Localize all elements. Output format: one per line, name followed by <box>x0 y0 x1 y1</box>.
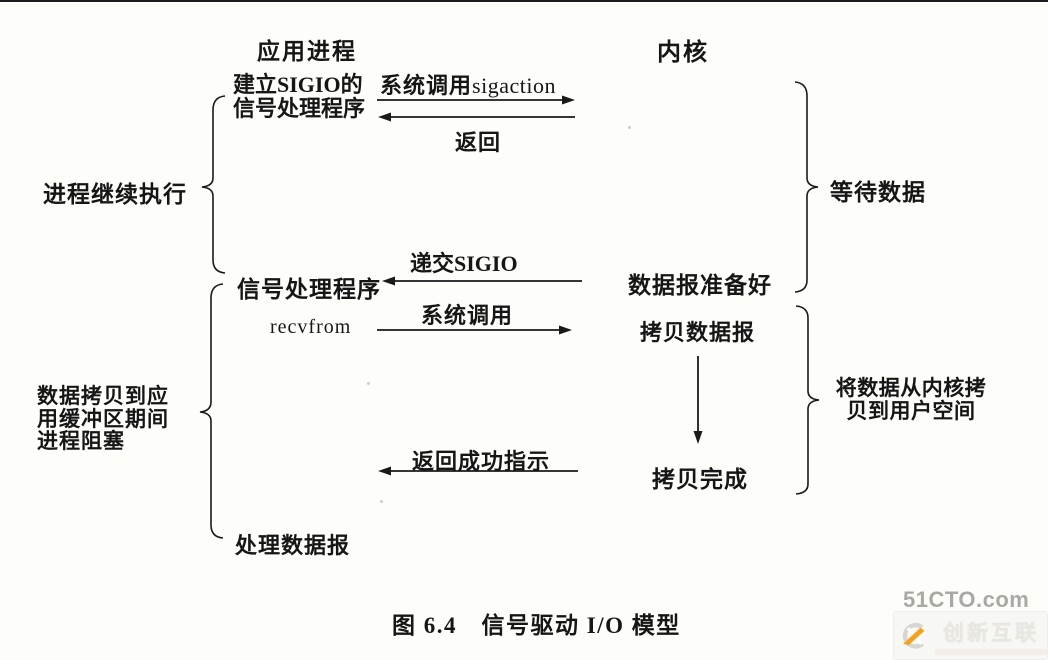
process-datagram-node: 处理数据报 <box>235 533 351 558</box>
return-arrow-label: 返回 <box>455 130 502 155</box>
scan-speck <box>367 382 370 385</box>
return-success-arrow-label: 返回成功指示 <box>412 449 551 474</box>
process-continues-label: 进程继续执行 <box>43 182 187 207</box>
copy-kernel-line2: 贝到用户空间 <box>846 398 976 423</box>
process-blocked-line3: 进程阻塞 <box>37 429 125 453</box>
51cto-watermark: 51CTO.com <box>903 587 1030 612</box>
process-blocked-line1: 数据拷贝到应 <box>37 384 169 408</box>
left-brace-bottom <box>199 283 224 539</box>
right-brace-top <box>794 81 819 293</box>
process-blocked-line2: 用缓冲区期间 <box>37 406 169 431</box>
recvfrom-node: recvfrom <box>270 316 352 338</box>
signal-handler-node: 信号处理程序 <box>237 277 381 302</box>
return-arrow <box>378 112 575 122</box>
copy-kernel-line1: 将数据从内核拷 <box>835 376 987 400</box>
cxhl-logo-text: 创新互联 <box>943 621 1039 645</box>
scan-speck <box>628 126 631 129</box>
wait-for-data-label: 等待数据 <box>830 180 926 205</box>
sigaction-label-cn: 系统调用 <box>380 73 473 98</box>
kernel-header: 内核 <box>657 40 709 66</box>
copy-datagram-node: 拷贝数据报 <box>640 320 756 345</box>
datagram-ready-node: 数据报准备好 <box>628 273 772 298</box>
left-brace-top <box>201 95 226 274</box>
cxhl-logo-watermark: 创新互联 <box>893 611 1048 660</box>
setup-sigio-handler-node: 建立SIGIO的 信号处理程序 <box>233 73 365 121</box>
setup-sigio-line2: 信号处理程序 <box>233 96 366 121</box>
deliver-sigio-arrow-label: 递交SIGIO <box>410 251 518 276</box>
scan-top-edge-line <box>0 0 1048 2</box>
cxhl-logo-subtext-bar <box>935 648 1047 655</box>
sigaction-label-en: sigaction <box>472 73 556 98</box>
figure-caption: 图 6.4 信号驱动 I/O 模型 <box>392 613 681 638</box>
right-brace-bottom <box>795 305 820 495</box>
sigaction-arrow <box>377 95 575 105</box>
return-success-arrow <box>378 466 578 476</box>
syscall-arrow <box>377 325 572 335</box>
syscall-arrow-label: 系统调用 <box>421 303 514 328</box>
copy-kernel-to-user-label: 将数据从内核拷 贝到用户空间 <box>828 377 994 422</box>
sigaction-arrow-label: 系统调用sigaction <box>380 68 556 100</box>
cxhl-logo-icon <box>902 622 925 649</box>
copy-complete-node: 拷贝完成 <box>652 467 748 492</box>
process-blocked-label: 数据拷贝到应 用缓冲区期间 进程阻塞 <box>37 385 169 453</box>
copy-down-arrow <box>693 356 703 444</box>
app-process-header: 应用进程 <box>257 39 357 64</box>
scan-speck <box>380 500 383 503</box>
deliver-sigio-arrow <box>382 276 582 286</box>
setup-sigio-line1: 建立SIGIO的 <box>233 72 363 97</box>
